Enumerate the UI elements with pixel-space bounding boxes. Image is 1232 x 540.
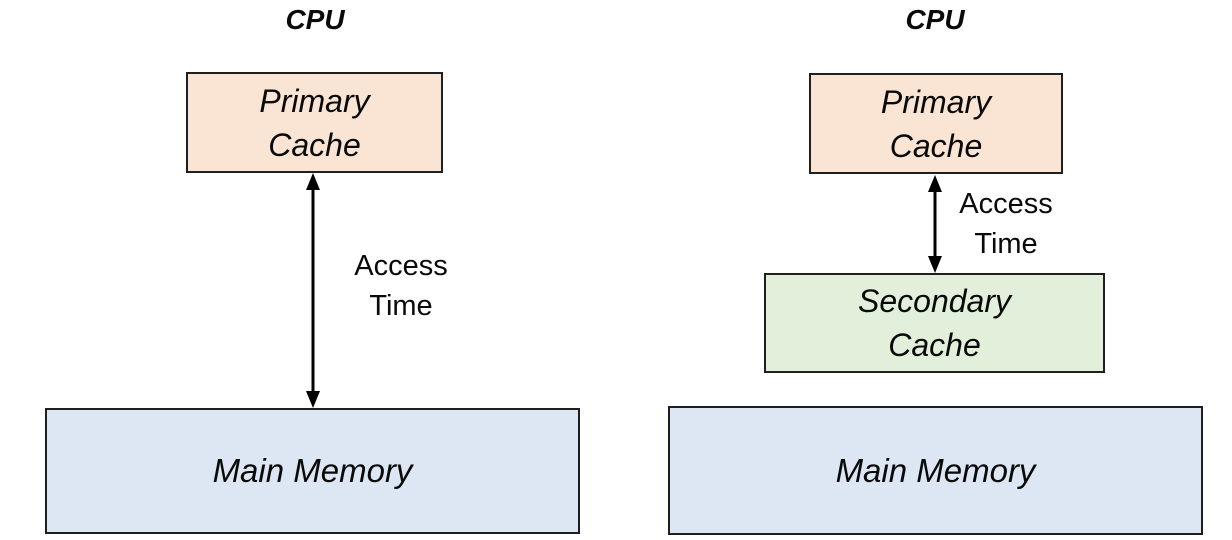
access-time-line1: Access	[959, 188, 1053, 220]
cpu-title: CPU	[285, 4, 345, 35]
main-memory-box: Main Memory	[45, 408, 580, 534]
access-time-label: Access Time	[331, 246, 471, 326]
primary-cache-label-line2: Cache	[889, 127, 983, 164]
primary-cache-box: Primary Cache	[809, 73, 1063, 174]
secondary-cache-label-line1: Secondary	[858, 283, 1011, 319]
access-time-line2: Time	[974, 228, 1038, 260]
primary-cache-label-line1: Primary	[880, 83, 992, 120]
secondary-cache-label-line2: Cache	[888, 327, 981, 363]
primary-cache-label-line1: Primary	[259, 82, 370, 119]
secondary-cache-box: Secondary Cache	[764, 273, 1105, 373]
main-memory-label: Main Memory	[212, 452, 413, 489]
access-time-line1: Access	[354, 250, 448, 282]
access-time-label: Access Time	[936, 184, 1076, 264]
access-time-line2: Time	[369, 290, 433, 322]
primary-cache-label-line2: Cache	[268, 126, 361, 163]
primary-cache-box: Primary Cache	[186, 72, 443, 173]
cpu-title: CPU	[905, 4, 965, 35]
double-arrow-icon	[928, 175, 942, 273]
main-memory-label: Main Memory	[835, 451, 1036, 489]
main-memory-box: Main Memory	[668, 406, 1203, 535]
double-arrow-icon	[306, 173, 320, 408]
